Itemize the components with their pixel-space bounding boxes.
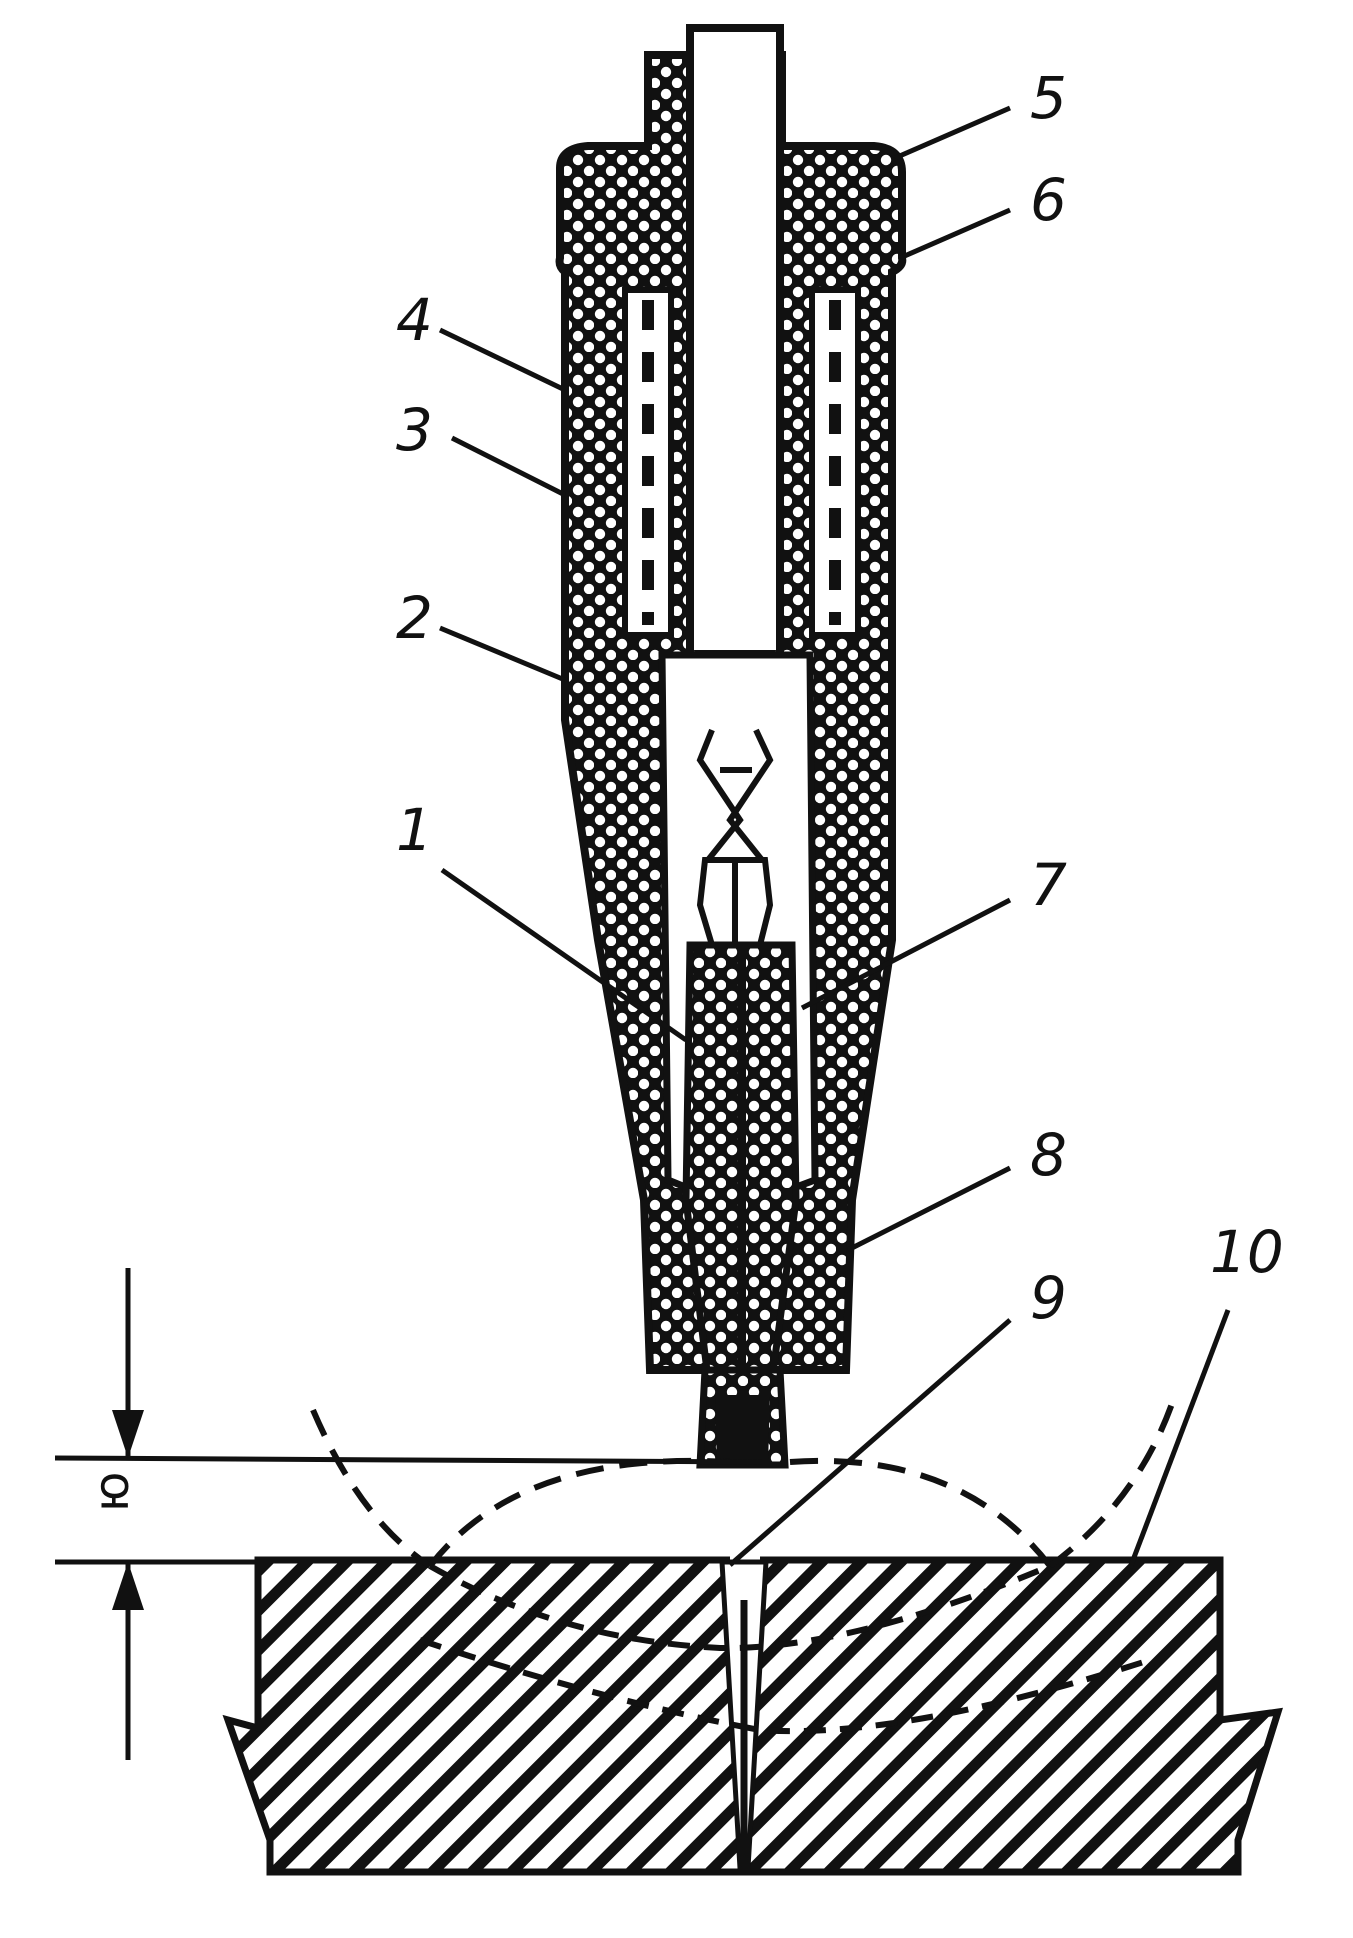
callout-10: 10 xyxy=(1210,1218,1284,1286)
callout-labels: 1 2 3 4 5 6 7 8 9 10 xyxy=(396,64,1284,1332)
electrode-holder xyxy=(686,24,784,730)
callout-8: 8 xyxy=(1030,1121,1067,1189)
callout-6: 6 xyxy=(1030,166,1067,234)
callout-3: 3 xyxy=(396,396,433,464)
callout-9: 9 xyxy=(1030,1264,1067,1332)
callout-2: 2 xyxy=(396,584,433,652)
dimension-arrowheads xyxy=(112,1410,144,1610)
leader-lines xyxy=(438,105,1231,1569)
cooling-channels xyxy=(622,287,861,638)
weld-pool-outline xyxy=(419,1563,1151,1735)
callout-1: 1 xyxy=(396,796,433,864)
callout-7: 7 xyxy=(1030,851,1067,919)
callout-4: 4 xyxy=(396,286,433,354)
arc-gap-label: ю xyxy=(84,1472,140,1512)
tungsten-electrode xyxy=(682,941,800,1469)
callout-5: 5 xyxy=(1030,64,1067,132)
